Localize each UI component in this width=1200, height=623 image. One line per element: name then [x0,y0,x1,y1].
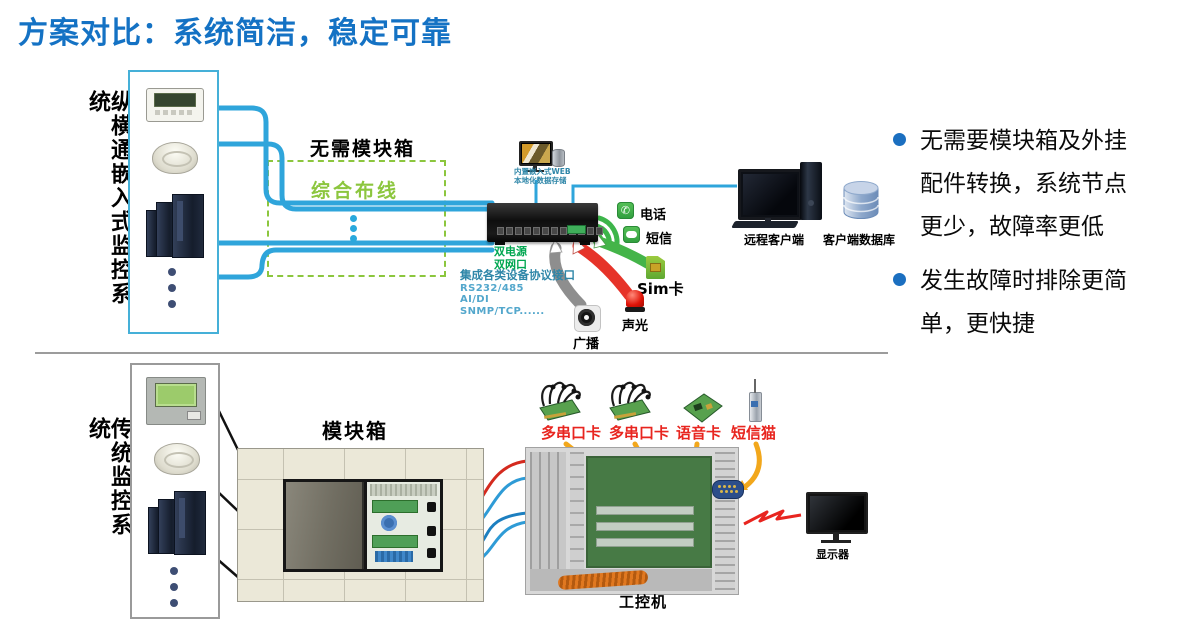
local-storage-icon [552,149,565,167]
module-panel [367,482,440,569]
remote-client-label: 远程客户端 [744,233,805,247]
sms-icon [623,226,640,243]
embedded-system-label: 纵横通嵌入式监控系统 [85,90,132,306]
smoke-detector-icon [154,443,200,475]
switch-display [567,225,586,234]
expansion-slot [596,506,694,515]
traditional-system-label: 传统监控系统 [85,417,132,537]
voice-card-label: 语音卡 [676,424,722,442]
power-cables [557,569,649,591]
page-title: 方案对比：系统简洁，稳定可靠 [18,16,452,51]
monitoring-host-switch [487,203,603,245]
phone-icon: ✆ [617,202,634,219]
protocol-line: AI/DI [460,294,490,306]
integrated-cabling-label: 综合布线 [310,180,399,202]
serial-card-icon [609,381,651,421]
sim-link [593,236,653,269]
sim-card-icon [646,256,665,279]
device-box-top [128,70,219,334]
expansion-slot [596,522,694,531]
benefit-item: 发生故障时排除更简单，更快捷 [893,260,1198,346]
sim-label: Sim卡 [637,280,684,298]
protocol-line: RS232/485 [460,282,524,294]
broadcast-speaker-icon [574,305,601,332]
display-monitor-icon [806,492,868,543]
module-box-photo [237,448,484,602]
industrial-pc-photo [525,447,739,595]
client-db-label: 客户端数据库 [823,233,896,247]
module-box-door [286,482,364,569]
sms-modem-label: 短信猫 [731,424,777,442]
bullet-icon [893,272,906,286]
web-caption-line1: 内置嵌入式WEB [514,167,571,176]
remote-client-monitor-icon [738,169,802,228]
ups-towers-icon [148,491,208,555]
sms-modem-icon [749,379,762,422]
web-caption: 内置嵌入式WEB 本地化数据存储 [514,167,584,186]
expansion-slot [596,538,694,547]
database-icon [843,181,879,219]
sound-light-alarm-icon [625,290,645,312]
alarm-label: 声光 [622,319,649,334]
module-box-label: 模块箱 [322,419,388,443]
benefit-item: 无需要模块箱及外挂配件转换，系统节点更少，故障率更低 [893,120,1198,250]
switch-caption: 双电源 双网口 [494,245,527,271]
broadcast-label: 广播 [573,337,600,352]
serial-card-icon [539,381,581,421]
alarm-link [572,240,635,301]
phone-label: 电话 [640,208,667,223]
serial-card-label: 多串口卡 [609,424,670,442]
device-box-bottom [130,363,220,619]
temperature-sensor-icon [146,377,206,425]
protocol-line: SNMP/TCP...... [460,306,545,318]
web-server-monitor-icon [519,141,553,172]
cabling-dot [350,225,357,232]
display-monitor-label: 显示器 [816,548,849,561]
no-module-box-label: 无需模块箱 [310,138,416,160]
benefit-list: 无需要模块箱及外挂配件转换，系统节点更少，故障率更低 发生故障时排除更简单，更快… [893,120,1198,356]
module-box-frame [283,479,443,572]
dsub-connector-icon [712,480,744,499]
benefit-text: 发生故障时排除更简单，更快捷 [920,267,1127,337]
benefit-text: 无需要模块箱及外挂配件转换，系统节点更少，故障率更低 [920,128,1127,241]
bullet-icon [893,133,906,146]
cabling-dot [350,215,357,222]
remote-client-keyboard-icon [731,221,799,228]
switch-ports [497,227,603,235]
web-caption-line2: 本地化数据存储 [514,176,567,186]
industrial-pc-label: 工控机 [619,593,668,611]
temperature-sensor-icon [146,88,204,122]
serial-card-label: 多串口卡 [541,424,602,442]
smoke-detector-icon [152,142,198,174]
protocol-caption: 集成各类设备协议接口 RS232/485 AI/DI SNMP/TCP.....… [460,268,575,318]
dual-network-label: 双网口 [494,258,527,272]
cabling-dot [350,235,357,242]
ellipsis-dots [168,268,176,308]
dual-power-label: 双电源 [494,245,527,258]
video-lightning-link [743,509,802,526]
sms-label: 短信 [646,232,673,247]
voice-card-icon [683,393,723,423]
remote-client-tower-icon [800,162,822,220]
protocol-heading: 集成各类设备协议接口 [460,268,575,282]
ups-towers-icon [146,194,206,258]
ellipsis-dots [170,567,178,607]
